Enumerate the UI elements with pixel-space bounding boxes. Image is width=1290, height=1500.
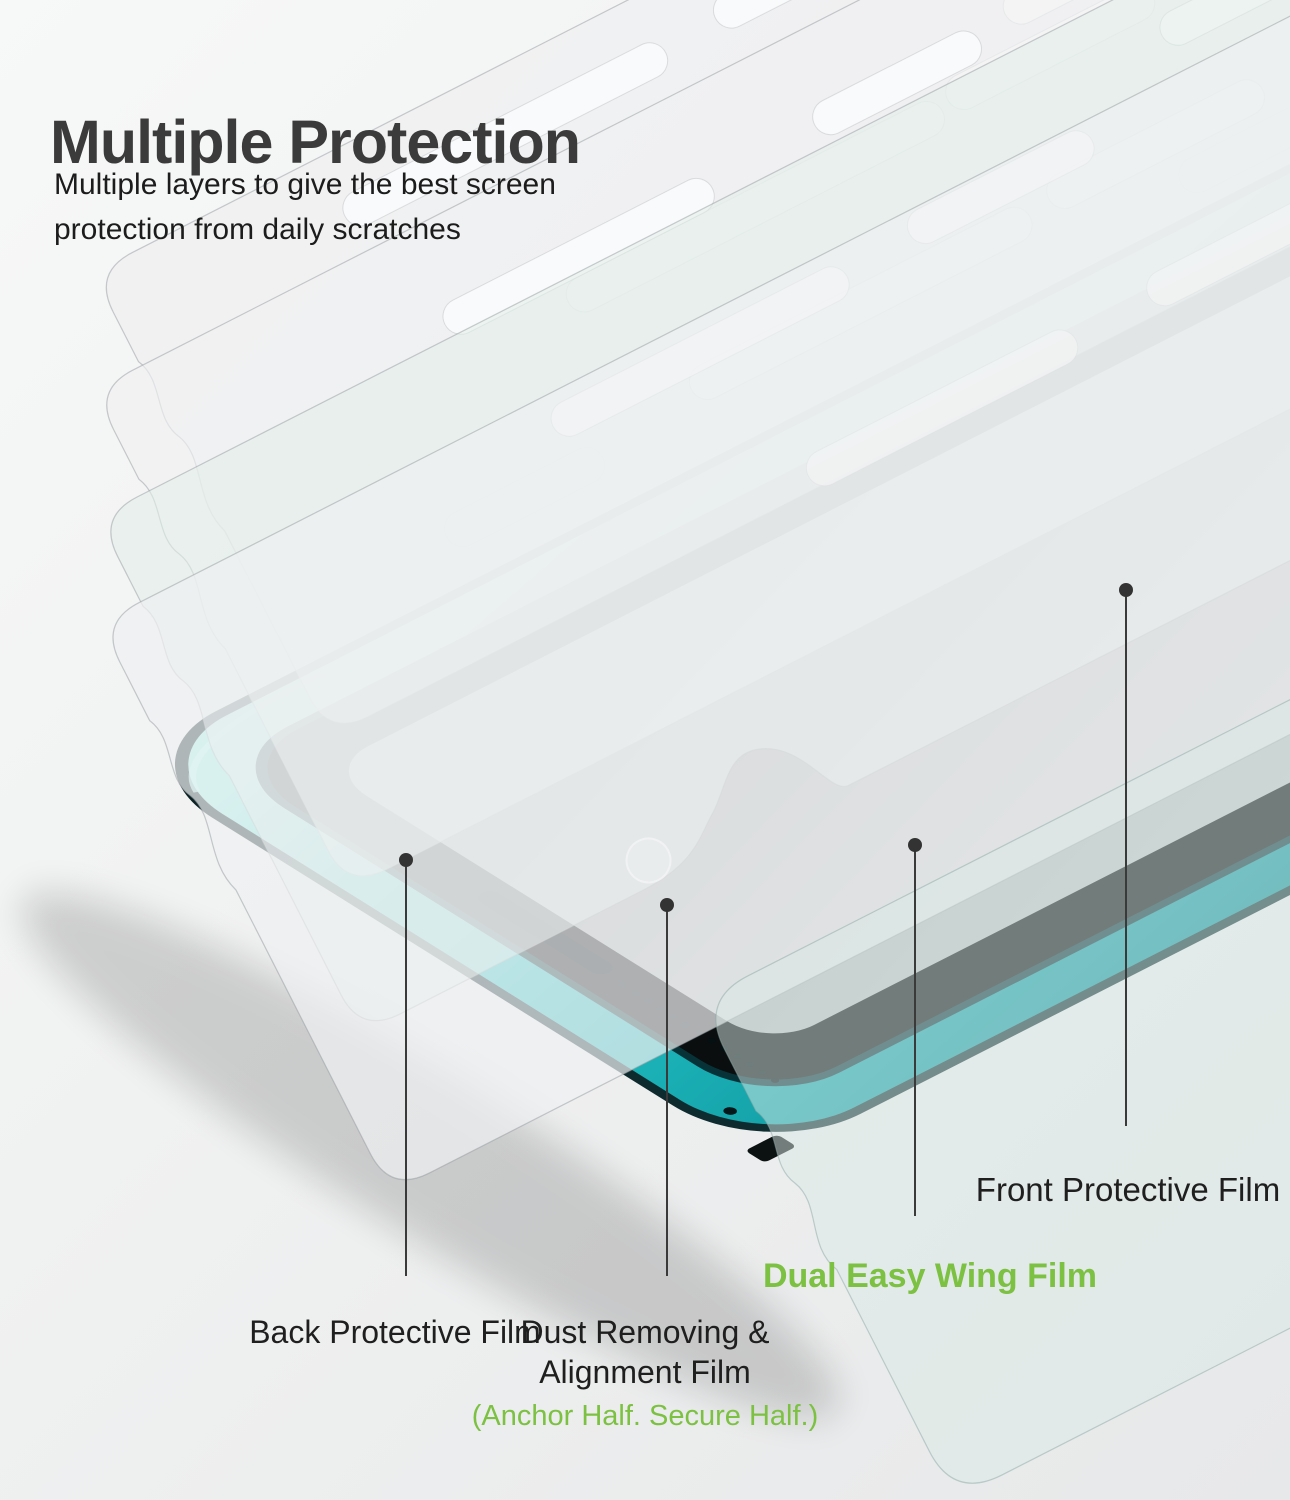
- callout-dust-alignment-film: Dust Removing & Alignment Film (Anchor H…: [464, 1312, 826, 1436]
- callout-label: Front Protective Film: [975, 1171, 1281, 1208]
- film-layer-front-protective: [112, 0, 1290, 1181]
- callout-dual-easy-wing-film: Dual Easy Wing Film: [750, 1256, 1110, 1296]
- callout-label: Back Protective Film: [249, 1314, 541, 1350]
- callout-label-line1: Dust Removing &: [520, 1314, 770, 1350]
- leader-dot-dual-easy-wing-film: [908, 838, 922, 852]
- film-layer-on-device: [715, 380, 1290, 1484]
- leader-dot-front-protective-film: [1119, 583, 1133, 597]
- leader-line-front-protective-film: [1119, 583, 1133, 1126]
- callout-front-protective-film: Front Protective Film: [948, 1170, 1290, 1210]
- callout-back-protective-film: Back Protective Film: [215, 1312, 575, 1352]
- leader-dot-dust-alignment-film: [660, 898, 674, 912]
- leader-line-back-protective-film: [399, 853, 413, 1276]
- callout-note: (Anchor Half. Secure Half.): [471, 1400, 819, 1432]
- callout-label-line2: Alignment Film: [539, 1354, 751, 1390]
- page-subtitle: Multiple layers to give the best screen …: [54, 162, 556, 252]
- page-subtitle-line2: protection from daily scratches: [54, 213, 461, 246]
- leader-line-dual-easy-wing-film: [908, 838, 922, 1216]
- leader-dot-back-protective-film: [399, 853, 413, 867]
- page-title: Multiple Protection: [50, 107, 581, 176]
- page-subtitle-line1: Multiple layers to give the best screen: [54, 168, 556, 201]
- leader-line-dust-alignment-film: [660, 898, 674, 1276]
- phone-mic-hole: [723, 1107, 737, 1115]
- callout-label: Dual Easy Wing Film: [762, 1257, 1098, 1295]
